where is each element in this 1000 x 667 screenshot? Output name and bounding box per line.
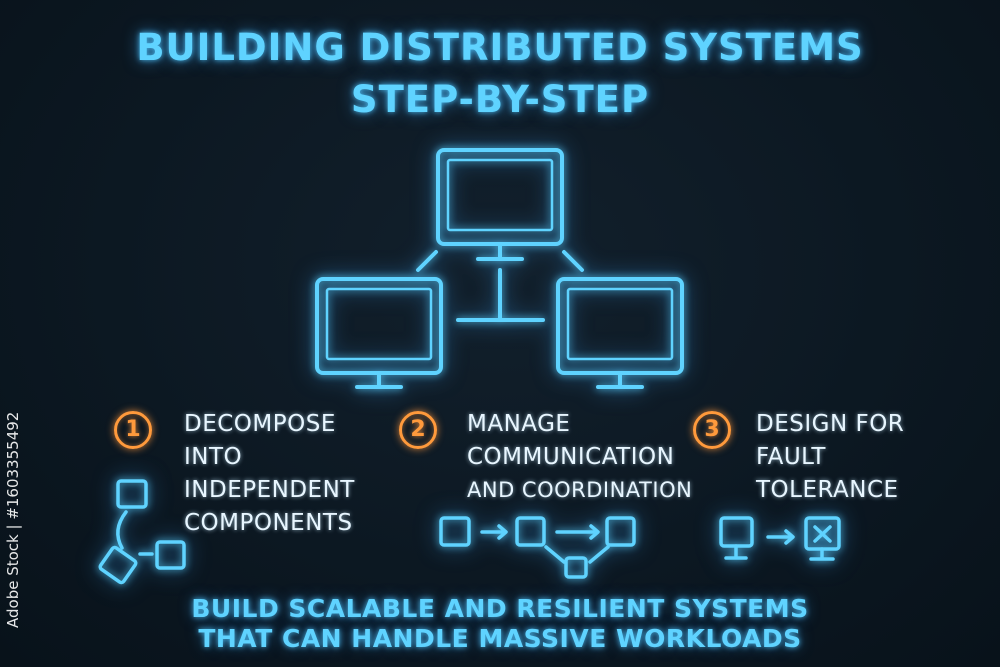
step-2-label-line: MANAGE [467,411,571,437]
step-3-label-line: DESIGN FOR [756,411,905,437]
stock-watermark: Adobe Stock | #1603355492 [4,412,22,628]
step-3-label: DESIGN FOR FAULT TOLERANCE [756,408,904,507]
top-monitor-icon [436,148,564,261]
step-3-number-badge: 3 [693,411,731,449]
title-line-2: STEP-BY-STEP [350,78,650,121]
step-2-number-badge: 2 [399,411,437,449]
step-1-label-line: COMPONENTS [184,510,353,536]
step-2-label-line: AND COORDINATION [467,478,693,502]
network-connectors [416,250,584,322]
footer-line-2: THAT CAN HANDLE MASSIVE WORKLOADS [198,624,802,653]
step-2-label: MANAGE COMMUNICATION AND COORDINATION [467,408,692,507]
watermark-text: Adobe Stock | #1603355492 [4,411,22,628]
step-1-label-line: INTO [184,444,243,470]
step-1-label-line: INDEPENDENT [184,477,355,503]
step-1-label: DECOMPOSE INTO INDEPENDENT COMPONENTS [184,408,355,540]
right-monitor-icon [556,277,684,389]
step-2-label-line: COMMUNICATION [467,444,675,470]
step-3-label-line: TOLERANCE [756,477,899,503]
step-1-number-badge: 1 [114,411,152,449]
step-1-label-line: DECOMPOSE [184,411,336,437]
left-monitor-icon [315,277,443,389]
title-line-1: BUILDING DISTRIBUTED SYSTEMS [136,26,864,69]
step-3-label-line: FAULT [756,444,826,470]
footer-line-1: BUILD SCALABLE AND RESILIENT SYSTEMS [191,594,809,623]
